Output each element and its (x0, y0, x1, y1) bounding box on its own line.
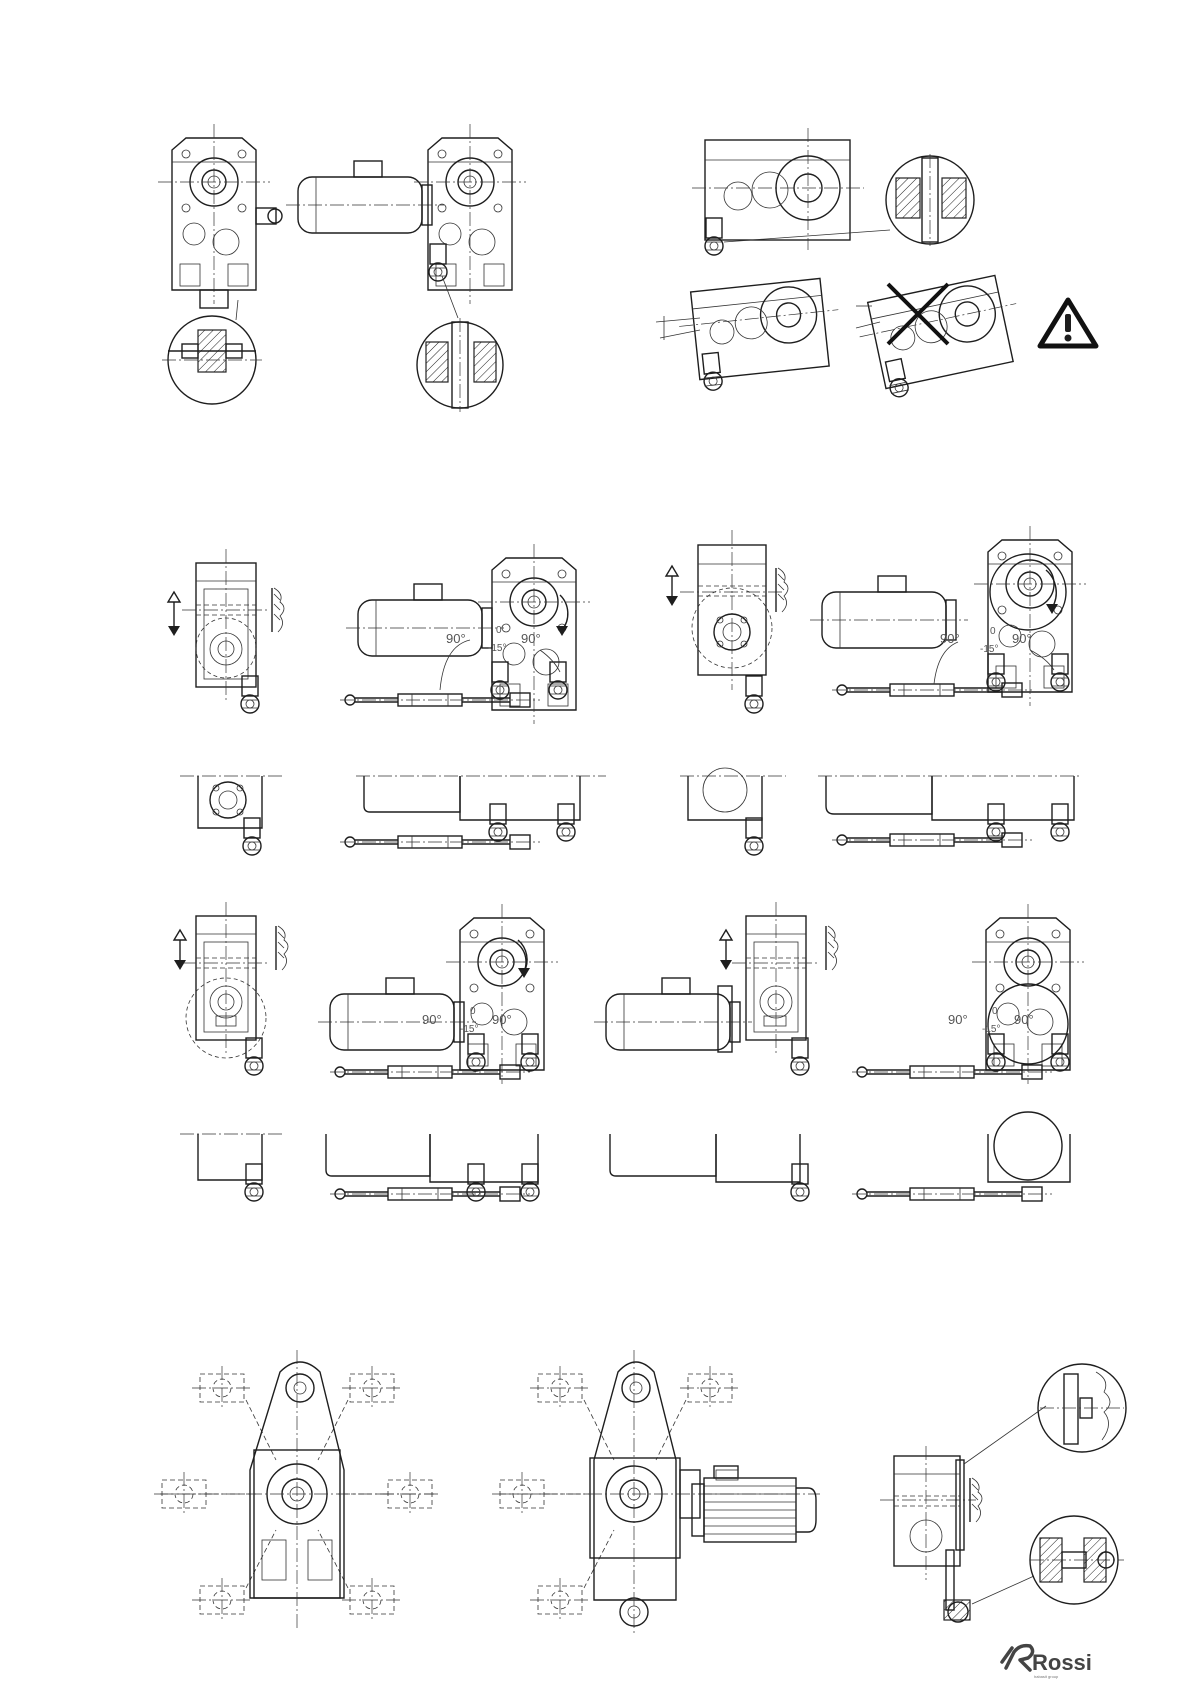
fig-motorized-torque-arm-1: 90° 90° 0 -15° (340, 544, 590, 724)
warning-triangle-icon (1040, 300, 1096, 346)
up-down-arrow-icon (666, 566, 678, 606)
angle-90-left-label: 90° (948, 1012, 968, 1027)
fig-motorized-unit-with-detail (286, 124, 526, 412)
fig-partial-view-1 (180, 776, 282, 855)
angle-tolerance-label: -15° (980, 644, 998, 655)
angle-zero-label: 0 (470, 1006, 476, 1017)
fig-partial-view-5 (180, 1134, 282, 1201)
torque-bolt-lug (200, 208, 282, 308)
brand-tagline: habasit group (1034, 1674, 1059, 1679)
fig-side-view-1 (168, 549, 284, 713)
up-down-arrow-icon (174, 930, 186, 970)
angle-tolerance-label: -15° (460, 1024, 478, 1035)
fig-mounting-positions-unit (154, 1350, 440, 1628)
angle-90-left-label: 90° (940, 631, 960, 646)
fig-partial-view-6 (326, 1134, 539, 1201)
fig-mounting-positions-motorized (492, 1350, 820, 1636)
angle-90-left-label: 90° (446, 631, 466, 646)
angle-zero-label: 0 (990, 626, 996, 637)
fig-side-view-3 (174, 902, 288, 1075)
fig-partial-view-3 (680, 768, 786, 855)
fig-partial-view-4 (818, 776, 1080, 847)
angle-zero-label: 0 (992, 1006, 998, 1017)
angle-90-right-label: 90° (1014, 1012, 1034, 1027)
fig-tilted-unit-not-permitted (853, 272, 1030, 402)
fig-wall-mount-detail (880, 1364, 1126, 1622)
fig-partial-view-7 (610, 1134, 809, 1201)
angle-tolerance-label: -15° (982, 1024, 1000, 1035)
up-down-arrow-icon (720, 930, 732, 970)
angle-zero-label: 0 (496, 625, 502, 636)
fig-tilted-unit-acceptable (656, 277, 845, 393)
angle-90-right-label: 90° (1012, 631, 1032, 646)
angle-tolerance-label: -15° (488, 643, 506, 654)
angle-90-right-label: 90° (521, 631, 541, 646)
fig-torque-arm-unit-4: 90° 90° 0 -15° (852, 904, 1084, 1084)
fig-motorized-torque-arm-3: 90° 90° 0 -15° (318, 904, 558, 1084)
fig-side-view-2 (666, 530, 788, 713)
rossi-logo: Rossi habasit group (1002, 1646, 1092, 1679)
fig-motorized-side-view-4 (594, 902, 838, 1075)
brand-name: Rossi (1032, 1650, 1092, 1675)
fig-partial-view-2 (340, 776, 606, 849)
up-down-arrow-icon (168, 592, 180, 636)
fig-motorized-torque-arm-2: 90° 90° 0 -15° (810, 526, 1086, 706)
angle-90-right-label: 90° (492, 1012, 512, 1027)
fig-horizontal-unit-with-detail (692, 128, 974, 255)
fig-partial-view-8 (852, 1112, 1070, 1201)
fig-unit-front-with-detail (158, 124, 282, 404)
angle-90-left-label: 90° (422, 1012, 442, 1027)
